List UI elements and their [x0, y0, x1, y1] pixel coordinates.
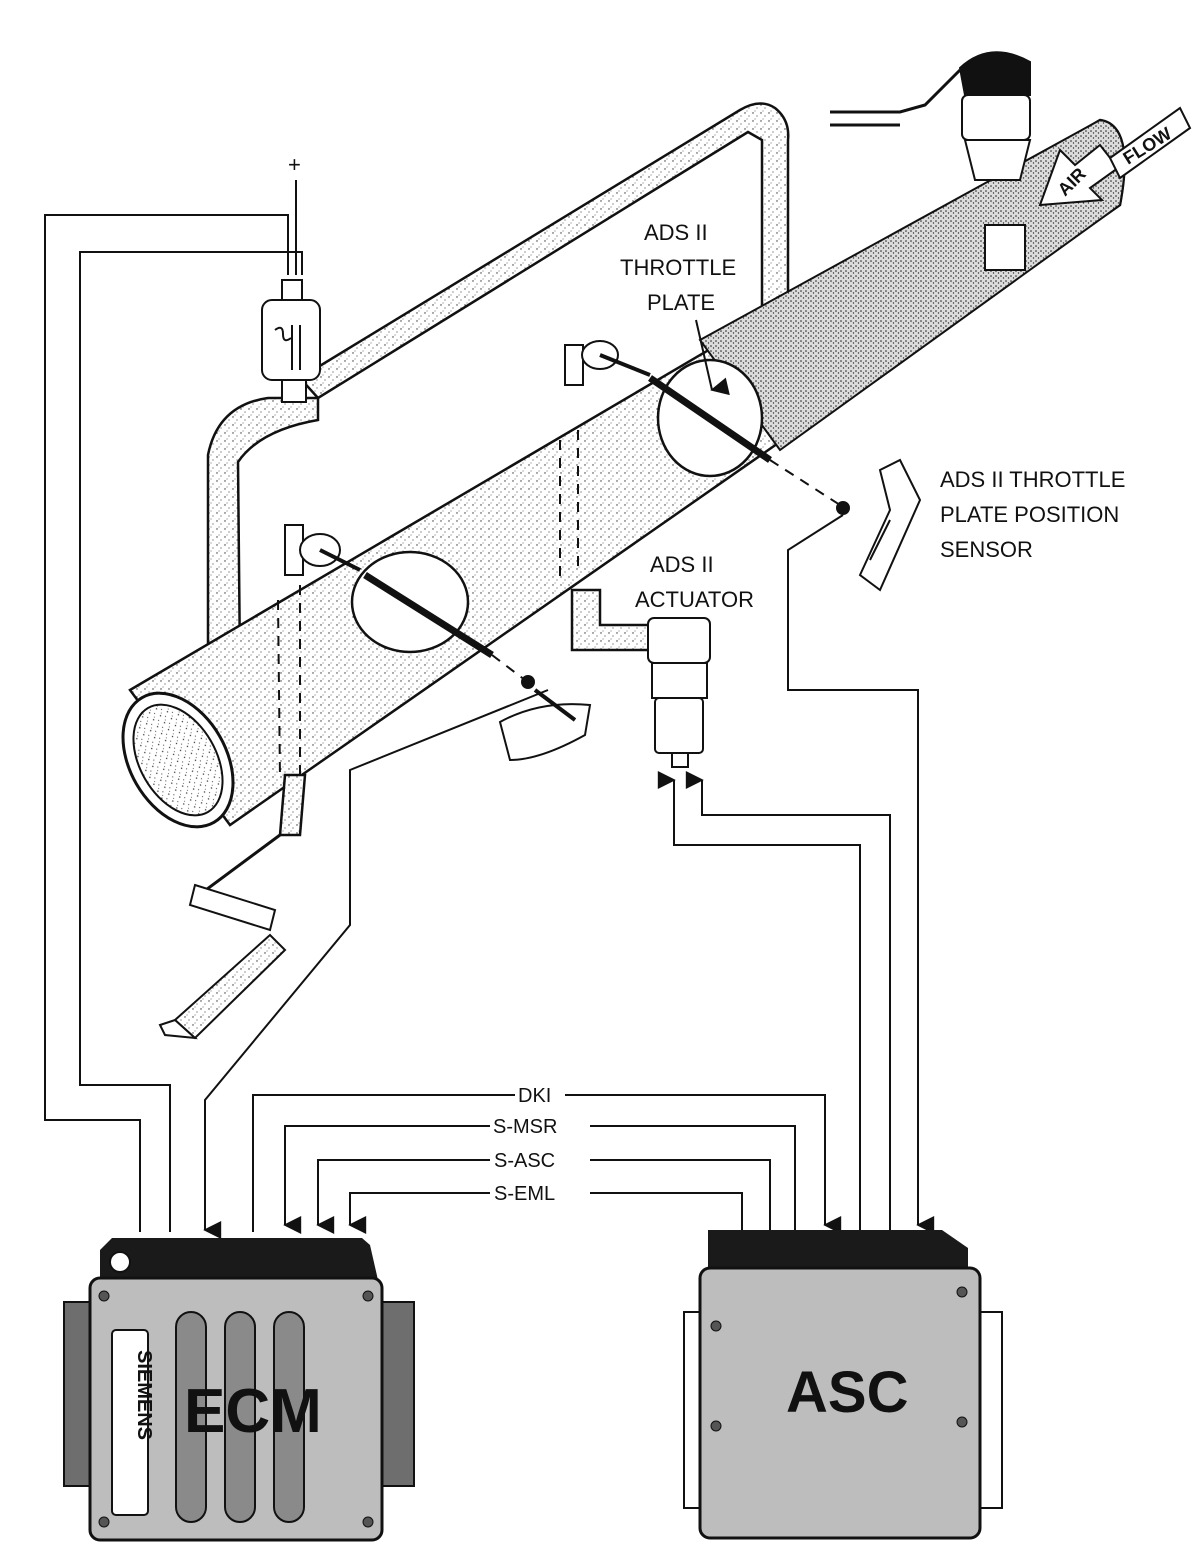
air-mass-sensor: [830, 51, 1032, 271]
ads-actuator-line-1: ADS II: [650, 552, 714, 577]
ads-throttle-plate: [648, 358, 772, 478]
ads-throttle-plate-line-1: ADS II: [644, 220, 708, 245]
asc-label: ASC: [786, 1360, 908, 1425]
ads-position-sensor-line-3: SENSOR: [940, 537, 1033, 562]
throttle-position-sensor-lower: [498, 675, 592, 762]
asc-module: ASC: [683, 1230, 1003, 1540]
ads-actuator: [570, 588, 711, 768]
ads-throttle-plate-line-3: PLATE: [647, 290, 715, 315]
signal-dki: DKI: [518, 1085, 551, 1107]
wiring: [44, 180, 935, 1239]
linkage-dashes: [277, 430, 841, 781]
main-throttle-plate: [350, 550, 494, 658]
ads-position-sensor-line-2: PLATE POSITION: [940, 502, 1119, 527]
ads-throttle-plate-line-2: THROTTLE: [620, 255, 736, 280]
solenoid-valve: [261, 279, 321, 403]
label-ads-position-sensor: ADS II THROTTLE PLATE POSITION SENSOR: [940, 467, 1125, 562]
ads-actuator-line-2: ACTUATOR: [635, 587, 754, 612]
signal-s-eml: S-EML: [494, 1183, 555, 1205]
signal-s-asc: S-ASC: [494, 1150, 555, 1172]
flow-label: FLOW: [1120, 123, 1176, 168]
throttle-linkage-upper: [564, 340, 651, 386]
signal-labels: DKI S-MSR S-ASC S-EML: [493, 1085, 557, 1205]
accelerator-pedal: [158, 773, 307, 1040]
label-ads-actuator: ADS II ACTUATOR: [635, 552, 754, 612]
signal-s-msr: S-MSR: [493, 1116, 557, 1138]
ecm-label: ECM: [184, 1377, 322, 1446]
throttle-position-sensor-upper: [836, 458, 922, 592]
ads-position-sensor-line-1: ADS II THROTTLE: [940, 467, 1125, 492]
label-ads-throttle-plate: ADS II THROTTLE PLATE: [620, 220, 736, 396]
throttle-linkage-lower: [284, 524, 361, 576]
ecm-module: SIEMENS ECM: [63, 1238, 415, 1542]
supply-plus-label: +: [288, 152, 301, 177]
ecm-brand-label: SIEMENS: [133, 1350, 155, 1440]
